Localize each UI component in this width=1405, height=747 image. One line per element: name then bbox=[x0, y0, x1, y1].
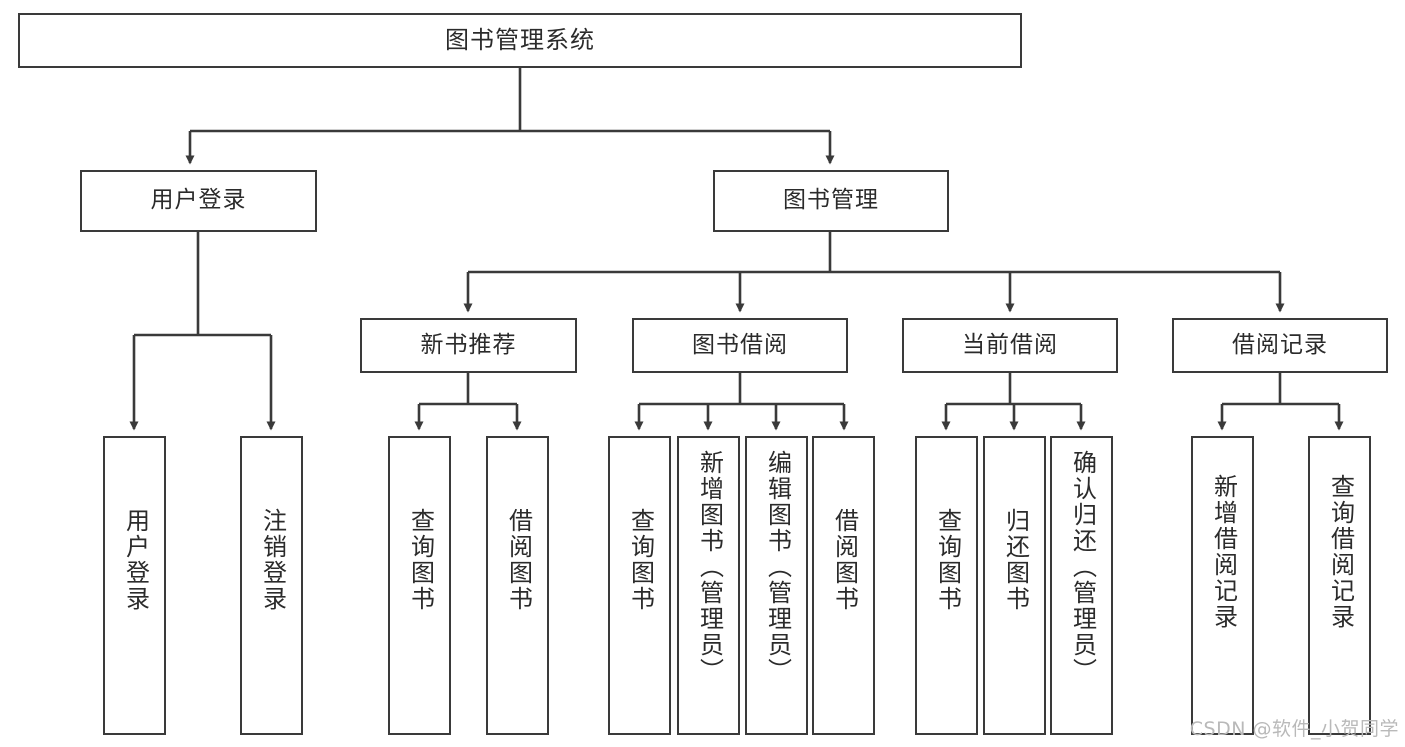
node-label: 图书管理 bbox=[783, 187, 879, 214]
node-book-borrow[interactable]: 图书借阅 bbox=[632, 318, 848, 373]
node-label: 用户登录 bbox=[150, 187, 247, 214]
node-book-management[interactable]: 图书管理 bbox=[713, 170, 949, 232]
node-label: 借阅记录 bbox=[1232, 331, 1328, 358]
leaf-new-book-query-book[interactable]: 查询图书 bbox=[388, 436, 451, 735]
node-user-login[interactable]: 用户登录 bbox=[80, 170, 317, 232]
leaf-label: 新增图书（管理员） bbox=[695, 450, 724, 684]
leaf-label: 归还图书 bbox=[1001, 508, 1030, 612]
node-borrow-record[interactable]: 借阅记录 bbox=[1172, 318, 1388, 373]
leaf-label: 查询借阅记录 bbox=[1326, 474, 1355, 630]
leaf-current-borrow-query-book[interactable]: 查询图书 bbox=[915, 436, 978, 735]
leaf-label: 编辑图书（管理员） bbox=[763, 450, 792, 684]
leaf-label: 用户登录 bbox=[121, 508, 150, 612]
leaf-label: 借阅图书 bbox=[504, 508, 533, 612]
leaf-user-login-logout[interactable]: 注销登录 bbox=[240, 436, 303, 735]
node-label: 图书借阅 bbox=[692, 331, 788, 358]
leaf-new-book-borrow-book[interactable]: 借阅图书 bbox=[486, 436, 549, 735]
leaf-book-borrow-add-book-admin[interactable]: 新增图书（管理员） bbox=[677, 436, 740, 735]
leaf-borrow-record-query-record[interactable]: 查询借阅记录 bbox=[1308, 436, 1371, 735]
node-label: 当前借阅 bbox=[962, 331, 1058, 358]
leaf-label: 确认归还（管理员） bbox=[1068, 450, 1097, 684]
leaf-book-borrow-query-book[interactable]: 查询图书 bbox=[608, 436, 671, 735]
leaf-book-borrow-borrow-book[interactable]: 借阅图书 bbox=[812, 436, 875, 735]
leaf-label: 借阅图书 bbox=[830, 508, 859, 612]
leaf-borrow-record-add-record[interactable]: 新增借阅记录 bbox=[1191, 436, 1254, 735]
leaf-current-borrow-return-book[interactable]: 归还图书 bbox=[983, 436, 1046, 735]
leaf-label: 查询图书 bbox=[626, 508, 655, 612]
leaf-label: 查询图书 bbox=[406, 508, 435, 612]
leaf-label: 注销登录 bbox=[258, 508, 287, 612]
node-current-borrow[interactable]: 当前借阅 bbox=[902, 318, 1118, 373]
leaf-label: 新增借阅记录 bbox=[1209, 474, 1238, 630]
leaf-book-borrow-edit-book-admin[interactable]: 编辑图书（管理员） bbox=[745, 436, 808, 735]
watermark-text: CSDN @软件_小贺同学 bbox=[1189, 718, 1399, 740]
leaf-user-login-login[interactable]: 用户登录 bbox=[103, 436, 166, 735]
node-root-book-management-system[interactable]: 图书管理系统 bbox=[18, 13, 1022, 68]
node-label: 图书管理系统 bbox=[445, 26, 595, 55]
node-label: 新书推荐 bbox=[420, 331, 517, 358]
node-new-book-recommend[interactable]: 新书推荐 bbox=[360, 318, 577, 373]
leaf-label: 查询图书 bbox=[933, 508, 962, 612]
leaf-current-borrow-confirm-return-admin[interactable]: 确认归还（管理员） bbox=[1050, 436, 1113, 735]
